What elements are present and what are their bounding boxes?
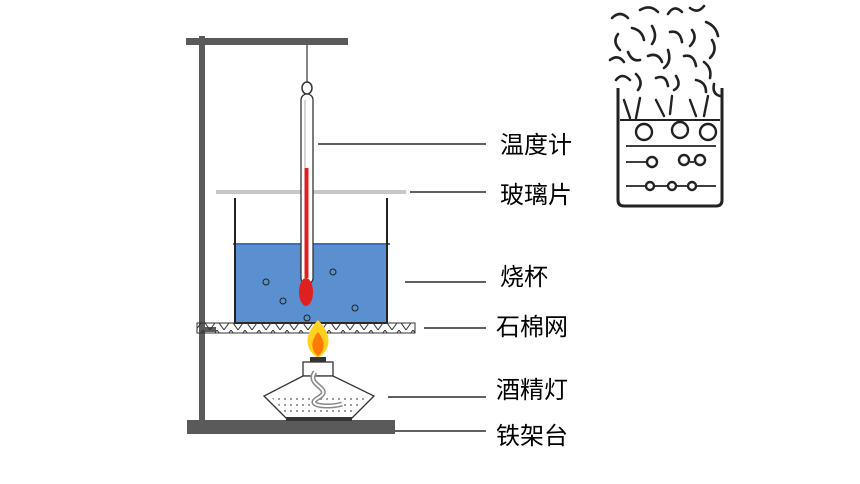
thermometer (299, 81, 314, 306)
boiling-bubbles (634, 120, 718, 192)
lamp-base (286, 417, 352, 421)
lamp-wick-holder (310, 357, 326, 363)
alcohol-lamp (262, 320, 376, 421)
net-mesh (196, 322, 416, 334)
label-beaker: 烧杯 (500, 263, 548, 291)
steam (608, 4, 722, 98)
thermometer-hook (301, 81, 313, 95)
leader-lines (318, 143, 486, 432)
boiling-beaker-inset (608, 4, 724, 208)
labels: 温度计 玻璃片 烧杯 石棉网 酒精灯 铁架台 (496, 131, 572, 450)
rising-bubbles (622, 94, 710, 120)
label-asbestos-net: 石棉网 (496, 313, 568, 341)
bubble (303, 314, 311, 322)
stand-top-arm (186, 38, 348, 45)
thermometer-liquid-column (304, 168, 309, 278)
stand-base (187, 420, 395, 434)
lamp-neck (302, 361, 334, 377)
flame-inner (312, 332, 324, 356)
lamp-wick-core (312, 371, 343, 407)
bubble (351, 304, 359, 312)
asbestos-net (196, 322, 416, 334)
bubble-connectors (626, 145, 716, 187)
label-thermometer: 温度计 (500, 131, 572, 159)
iron-stand (186, 36, 395, 434)
bubble (262, 278, 270, 286)
bubble (279, 297, 287, 305)
stand-rod (199, 36, 205, 422)
label-iron-stand: 铁架台 (496, 422, 568, 450)
label-glass-plate: 玻璃片 (500, 181, 572, 209)
inset-beaker-wall (616, 88, 724, 208)
thermometer-bulb (299, 278, 313, 306)
label-alcohol-lamp: 酒精灯 (496, 376, 568, 404)
bubble (329, 268, 337, 276)
